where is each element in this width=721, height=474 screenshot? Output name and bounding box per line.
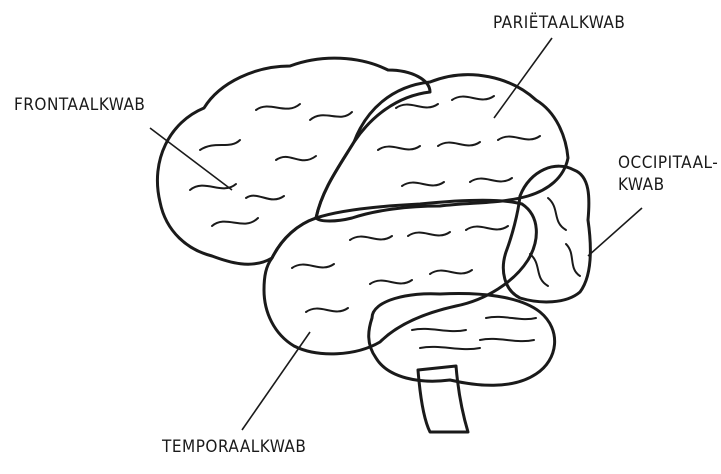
frontal-lobe bbox=[157, 58, 430, 264]
occipital-label-line2: KWAB bbox=[618, 174, 718, 196]
temporal-leader-line bbox=[242, 332, 310, 430]
cerebellum bbox=[369, 294, 555, 386]
occipital-leader-line bbox=[588, 208, 642, 256]
temporal-label: TEMPORAALKWAB bbox=[162, 436, 306, 458]
frontal-label: FRONTAALKWAB bbox=[14, 94, 145, 116]
gyri-lines bbox=[190, 96, 580, 349]
occipital-label: OCCIPITAAL- KWAB bbox=[618, 152, 718, 196]
occipital-label-line1: OCCIPITAAL- bbox=[618, 152, 718, 174]
parietal-lobe bbox=[316, 75, 568, 221]
temporal-lobe bbox=[264, 200, 536, 354]
parietal-label: PARIËTAALKWAB bbox=[493, 12, 625, 34]
brainstem bbox=[418, 366, 468, 432]
frontal-leader-line bbox=[150, 128, 232, 190]
